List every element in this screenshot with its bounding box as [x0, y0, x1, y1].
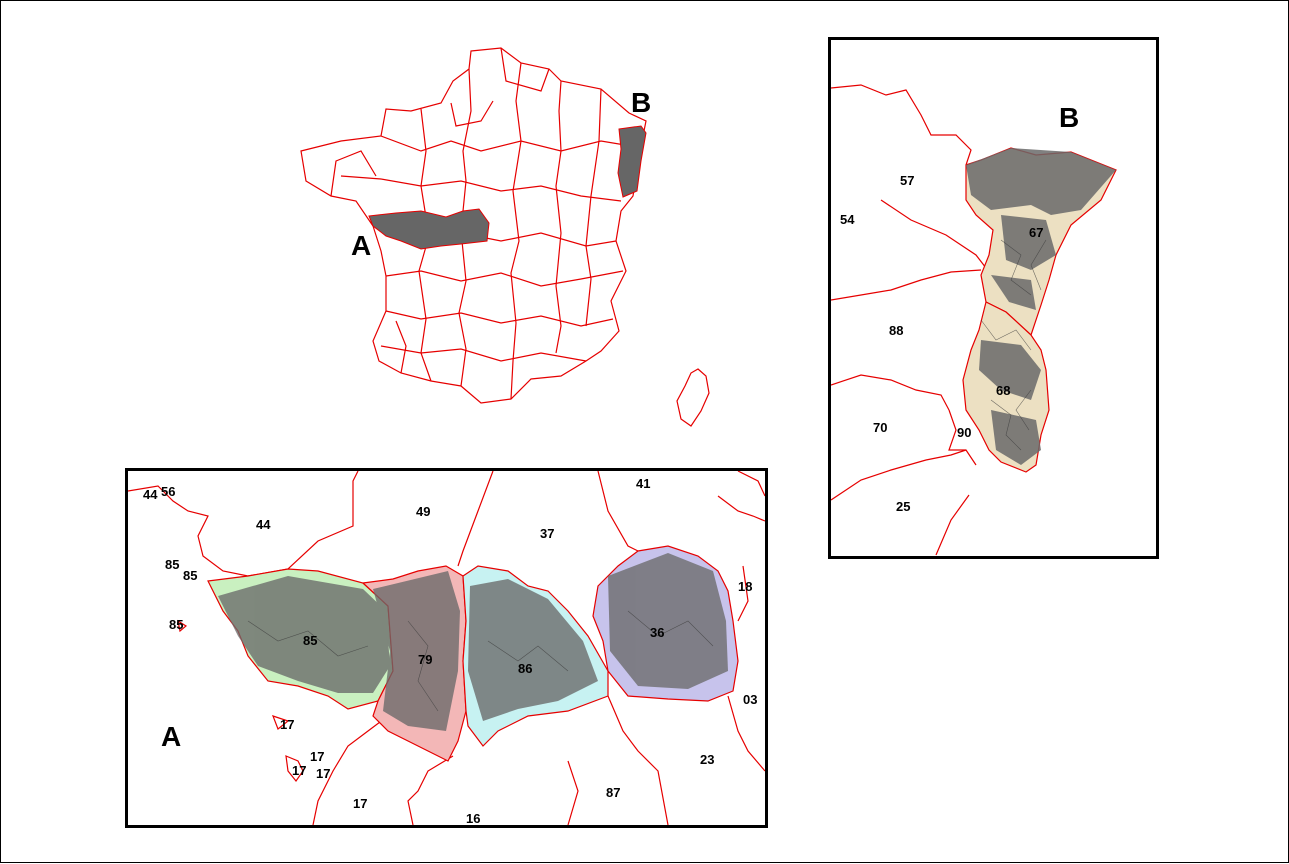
- dept-label: 88: [889, 323, 904, 338]
- inset-a-letter: A: [161, 721, 182, 752]
- overview-label-a: A: [351, 230, 372, 261]
- dept-label: 17: [310, 749, 325, 764]
- dept-label: 57: [900, 173, 915, 188]
- dept-label: 23: [700, 752, 715, 767]
- dept-label: 03: [743, 692, 758, 707]
- dept-label: 67: [1029, 225, 1044, 240]
- dept-label: 17: [316, 766, 331, 781]
- dept-label: 85: [169, 617, 184, 632]
- dept-label: 79: [418, 652, 433, 667]
- dept-label: 25: [896, 499, 911, 514]
- region-a-highlight: [368, 208, 490, 250]
- dept-label: 44: [256, 517, 271, 532]
- dept-label: 54: [840, 212, 855, 227]
- inset-panel-a: A 44 56 44 49 37 41 85 85 85 85 79 86 36…: [125, 468, 768, 828]
- dept-label: 85: [165, 557, 180, 572]
- dept-label: 17: [353, 796, 368, 811]
- corsica-outline: [676, 368, 710, 427]
- region-b-highlight: [617, 125, 647, 198]
- inset-b-map: [831, 84, 1117, 556]
- dept-label: 37: [540, 526, 555, 541]
- dept-label: 44: [143, 487, 158, 502]
- dept-label: 16: [466, 811, 481, 826]
- dept-label: 68: [996, 383, 1011, 398]
- dept-label: 41: [636, 476, 651, 491]
- france-outline: [300, 47, 647, 404]
- inset-a-map: [128, 471, 765, 825]
- dept-label: 18: [738, 579, 753, 594]
- dept-label: 90: [957, 425, 972, 440]
- dept-label: 36: [650, 625, 665, 640]
- dept-label: 86: [518, 661, 533, 676]
- dept-label: 85: [183, 568, 198, 583]
- dept-label: 56: [161, 484, 176, 499]
- dept-label: 17: [280, 717, 295, 732]
- overview-label-b: B: [631, 87, 652, 118]
- dept-label: 70: [873, 420, 888, 435]
- inset-b-letter: B: [1059, 102, 1080, 133]
- inset-panel-b: B 57 54 67 88 68 70 90 25: [828, 37, 1159, 559]
- dept-label: 17: [292, 763, 307, 778]
- dept-label: 49: [416, 504, 431, 519]
- dept-label: 85: [303, 633, 318, 648]
- dept-label: 87: [606, 785, 621, 800]
